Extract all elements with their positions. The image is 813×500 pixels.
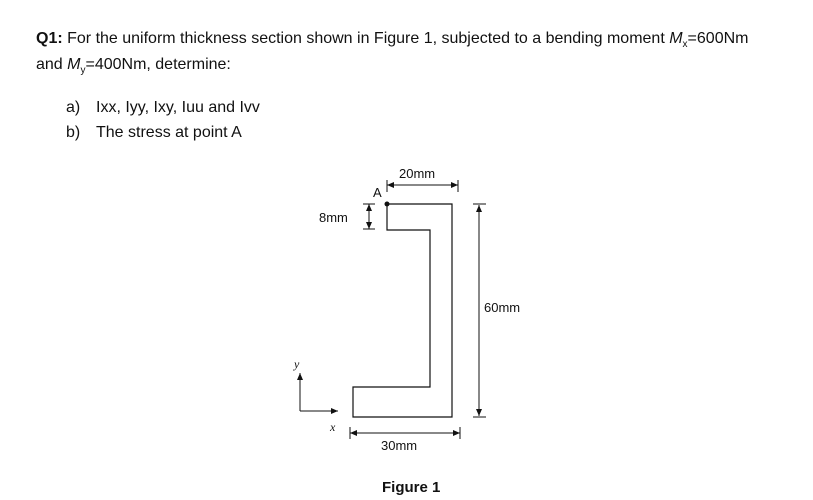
dim-label-top-width: 20mm [399,166,435,181]
dim-label-height: 60mm [484,300,520,315]
moment-y-value: =400Nm, determine: [85,56,231,73]
item-marker: a) [66,99,81,116]
question-line-2: and My=400Nm, determine: [36,56,231,76]
question-number: Q1: [36,30,63,47]
moment-x-symbol: M [669,30,683,47]
question-text: For the uniform thickness section shown … [62,30,670,47]
item-text: Ixx, Iyy, Ixy, Iuu and Ivv [96,99,260,116]
moment-y-subscript: y [80,65,86,77]
dim-label-thickness: 8mm [319,210,348,225]
question-text-2: and [36,56,68,73]
section-outline [352,203,453,418]
question-line-1: Q1: For the uniform thickness section sh… [36,30,748,50]
y-axis-label: y [293,357,300,371]
list-item-a: a) Ixx, Iyy, Ixy, Iuu and Ivv [66,99,260,117]
item-marker: b) [66,124,81,141]
point-a-label: A [373,185,382,200]
item-text: The stress at point A [96,124,242,141]
moment-x-value: =600Nm [687,30,749,47]
moment-x-subscript: x [682,39,688,51]
x-axis-label: x [329,420,336,434]
moment-y-symbol: M [67,56,81,73]
point-a-dot [384,201,390,207]
list-item-b: b) The stress at point A [66,124,242,142]
figure-caption: Figure 1 [382,479,441,496]
dim-label-bottom-width: 30mm [381,438,417,453]
